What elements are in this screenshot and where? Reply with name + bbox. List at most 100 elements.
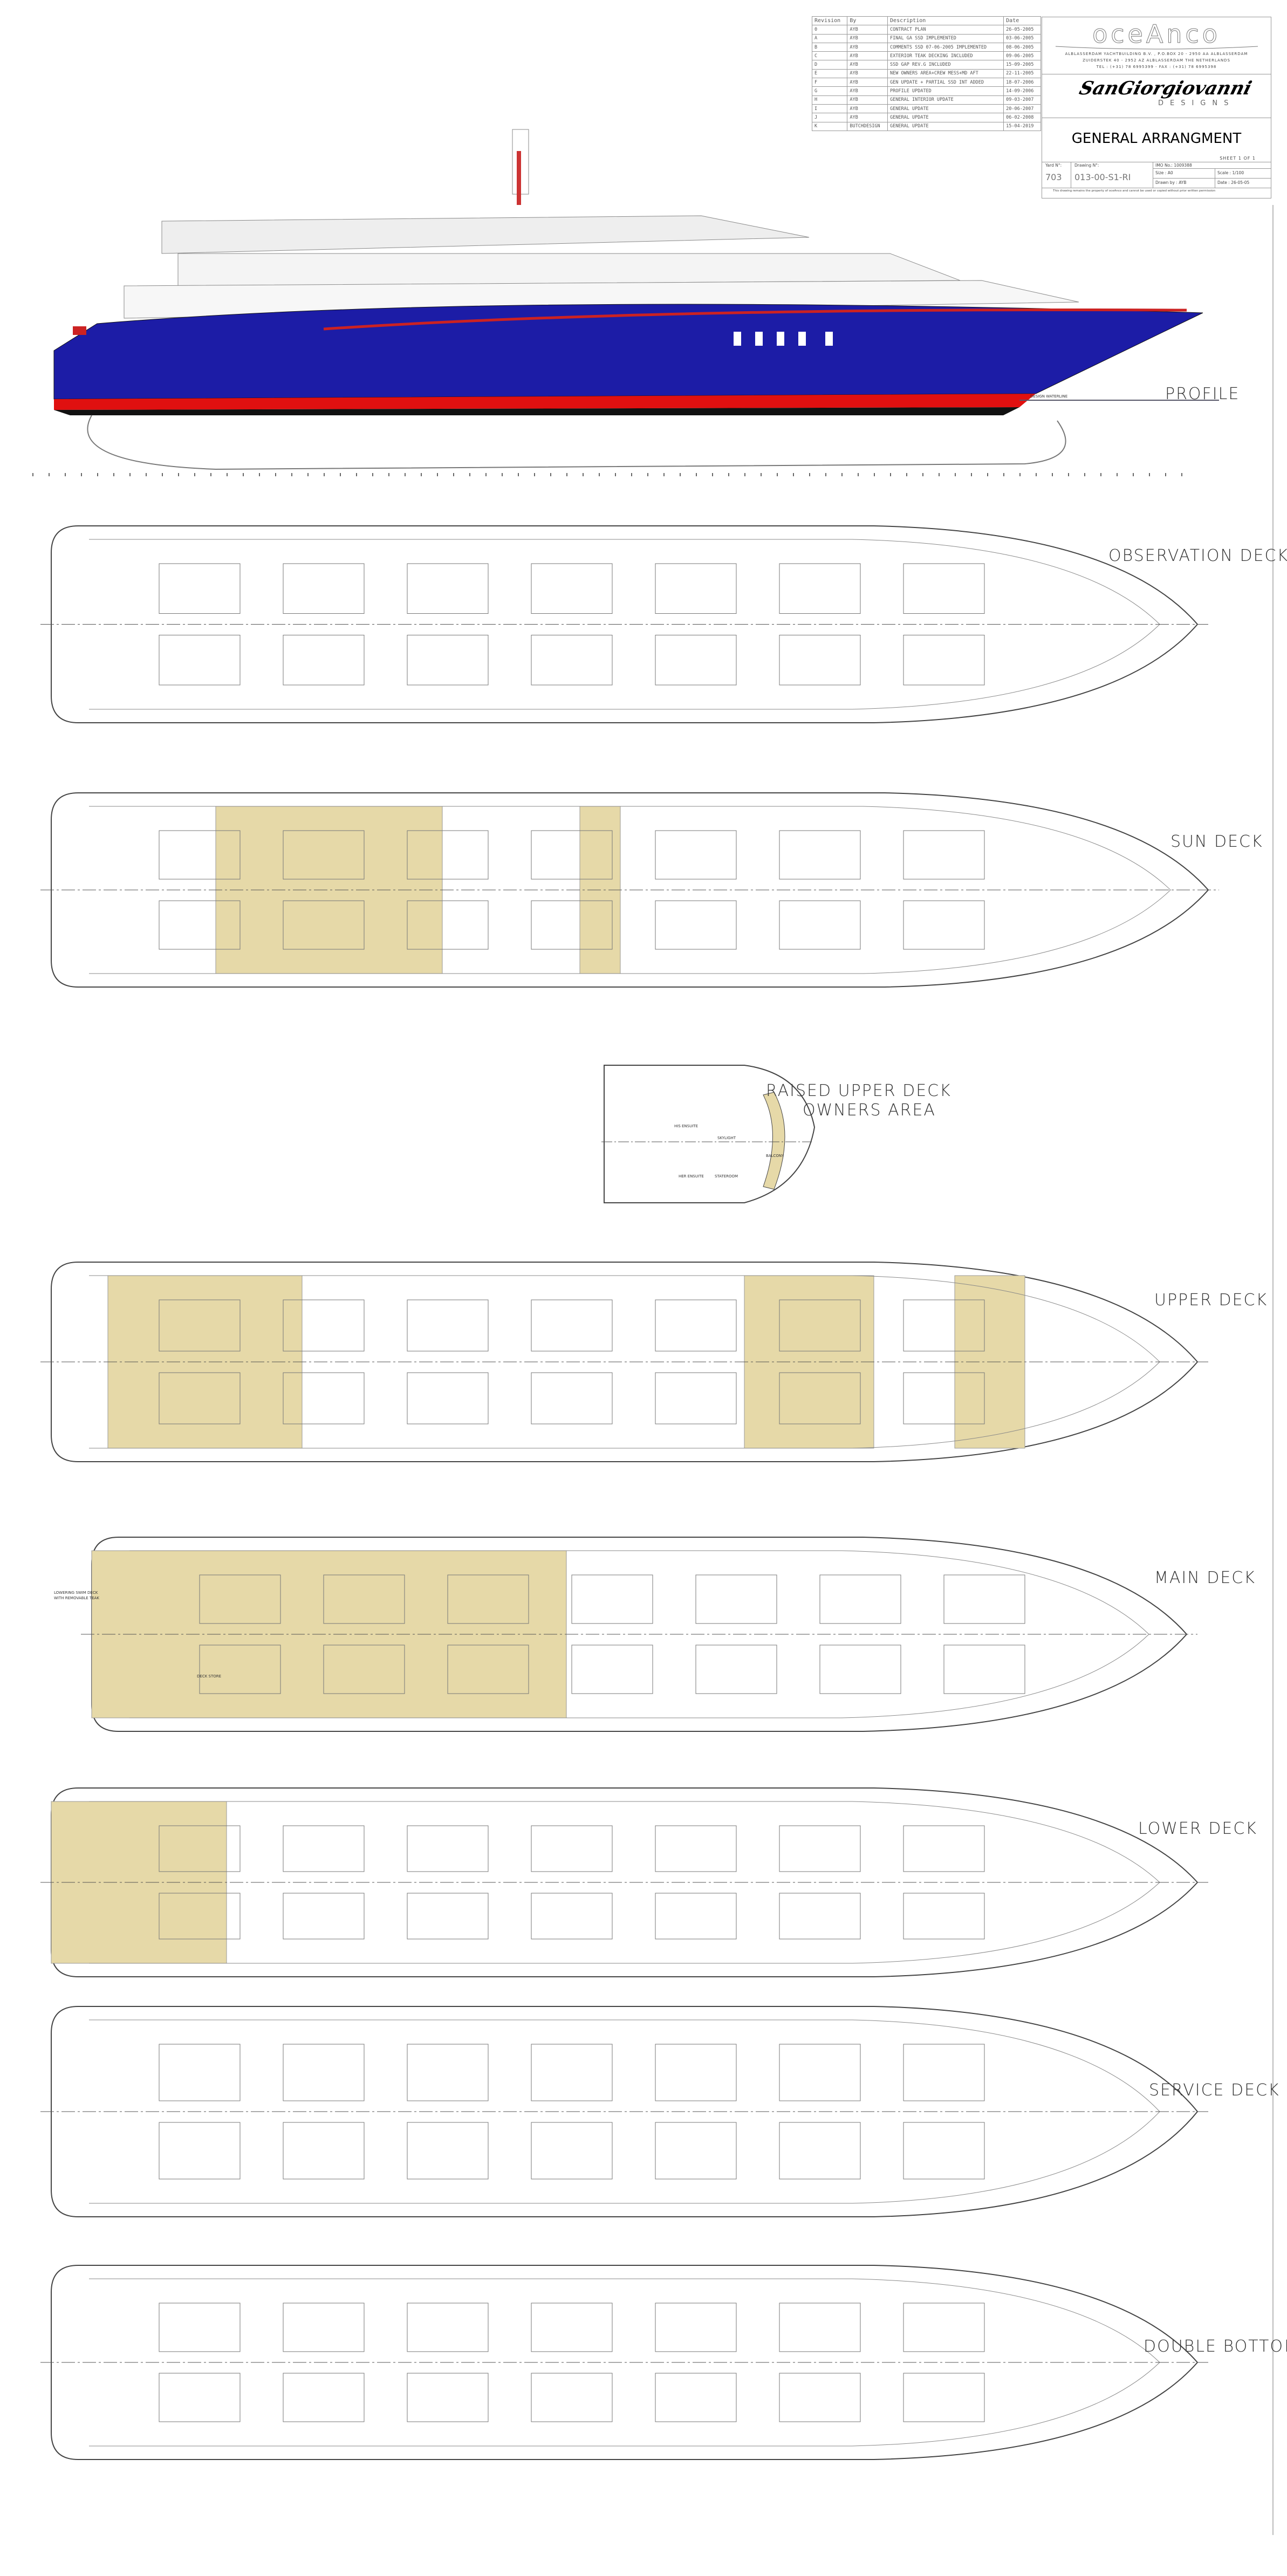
date-cell: 20-06-2007 bbox=[1003, 104, 1041, 114]
room bbox=[407, 2373, 489, 2422]
room bbox=[407, 2044, 489, 2101]
room bbox=[779, 635, 861, 686]
yard-no-label: Yard N°: bbox=[1045, 163, 1062, 168]
date-cell: 22-11-2005 bbox=[1003, 68, 1041, 79]
address-line-3: TEL : (+31) 78 6995399 - FAX : (+31) 78 … bbox=[1096, 65, 1217, 69]
description-cell: GEN UPDATE + PARTIAL SSD INT ADDED bbox=[887, 78, 1004, 87]
room bbox=[655, 830, 737, 880]
description-cell: GENERAL INTERIOR UPDATE bbox=[887, 95, 1004, 105]
room bbox=[779, 2303, 861, 2352]
by-cell: AYB bbox=[847, 78, 888, 87]
drawing-no: 013-00-S1-RI bbox=[1074, 172, 1131, 182]
room bbox=[655, 2122, 737, 2180]
address-line-1: ALBLASSERDAM YACHTBUILDING B.V. , P.O.BO… bbox=[1065, 52, 1248, 56]
hull-outline bbox=[51, 1262, 1199, 1462]
deck-edge bbox=[89, 806, 1171, 974]
window bbox=[798, 332, 806, 346]
room bbox=[283, 2122, 365, 2180]
by-cell: AYB bbox=[847, 86, 888, 96]
room bbox=[531, 2303, 613, 2352]
room bbox=[407, 2122, 489, 2180]
room bbox=[779, 2044, 861, 2101]
room bbox=[159, 635, 241, 686]
room bbox=[159, 2373, 241, 2422]
description-cell: PROFILE UPDATED bbox=[887, 86, 1004, 96]
bottom-stripe bbox=[54, 407, 1019, 415]
oceanco-logo: oceAnco ALBLASSERDAM YACHTBUILDING B.V. … bbox=[1042, 17, 1271, 74]
revision-cell: A bbox=[811, 33, 848, 43]
hull-outline bbox=[51, 2265, 1199, 2460]
raised-upper-deck-view: HIS ENSUITE HER ENSUITE STATEROOM SKYLIG… bbox=[601, 1065, 950, 1203]
room bbox=[407, 563, 489, 614]
room bbox=[407, 635, 489, 686]
description-cell: GENERAL UPDATE bbox=[887, 121, 1004, 131]
hull-blue bbox=[53, 304, 1203, 400]
room bbox=[779, 2373, 861, 2422]
room bbox=[283, 563, 365, 614]
room bbox=[903, 563, 985, 614]
oceanco-logo-mark: oceAnco bbox=[1055, 19, 1258, 50]
room bbox=[159, 2122, 241, 2180]
upper-deck-label: UPPER DECK bbox=[1154, 1291, 1268, 1310]
room bbox=[695, 1574, 777, 1624]
room bbox=[655, 563, 737, 614]
description-cell: FINAL GA SSD IMPLEMENTED bbox=[887, 33, 1004, 43]
room-her-ensuite: HER ENSUITE bbox=[679, 1174, 704, 1179]
room bbox=[407, 1825, 489, 1872]
room bbox=[407, 1372, 489, 1424]
flag-icon bbox=[73, 326, 86, 335]
room bbox=[819, 1574, 901, 1624]
by-cell: AYB bbox=[847, 33, 888, 43]
hull-outline bbox=[51, 2006, 1199, 2217]
room bbox=[819, 1645, 901, 1694]
room bbox=[283, 1299, 365, 1352]
room bbox=[531, 2373, 613, 2422]
col-by: By bbox=[847, 16, 888, 26]
room bbox=[531, 635, 613, 686]
room bbox=[159, 900, 241, 950]
description-cell: CONTRACT PLAN bbox=[887, 25, 1004, 35]
service-deck-label: SERVICE DECK bbox=[1149, 2081, 1280, 2100]
room-balcony: BALCONY bbox=[766, 1154, 784, 1158]
room bbox=[159, 1893, 241, 1940]
room bbox=[903, 2303, 985, 2352]
room bbox=[283, 635, 365, 686]
by-cell: AYB bbox=[847, 25, 888, 35]
owners-area-label: OWNERS AREA bbox=[803, 1101, 936, 1120]
superstructure-upper bbox=[177, 253, 961, 286]
room bbox=[655, 2373, 737, 2422]
revision-cell: G bbox=[811, 86, 848, 96]
room bbox=[283, 2303, 365, 2352]
room bbox=[655, 1372, 737, 1424]
portholes bbox=[734, 332, 833, 346]
lower-deck-label: LOWER DECK bbox=[1138, 1819, 1257, 1838]
description-cell: NEW OWNERS AREA+CREW MESS+MD AFT bbox=[887, 68, 1004, 79]
room bbox=[159, 1372, 241, 1424]
observation-deck-view bbox=[40, 525, 1208, 723]
revision-cell: J bbox=[811, 113, 848, 122]
deck-plans bbox=[40, 525, 1219, 2460]
lower-deck-view bbox=[40, 1787, 1208, 1977]
room bbox=[159, 830, 241, 880]
col-description: Description bbox=[887, 16, 1004, 26]
address-line-2: ZUIDERSTEK 40 - 2952 AZ ALBLASSERDAM THE… bbox=[1083, 58, 1230, 63]
room bbox=[283, 900, 365, 950]
room bbox=[323, 1645, 405, 1694]
date-cell: 14-09-2006 bbox=[1003, 86, 1041, 96]
room-skylight: SKYLIGHT bbox=[717, 1136, 736, 1140]
date-cell: 26-05-2005 bbox=[1003, 25, 1041, 35]
room bbox=[531, 563, 613, 614]
room bbox=[779, 830, 861, 880]
room bbox=[779, 900, 861, 950]
room-his-ensuite: HIS ENSUITE bbox=[674, 1124, 698, 1128]
room bbox=[531, 1893, 613, 1940]
room bbox=[903, 1825, 985, 1872]
room bbox=[323, 1574, 405, 1624]
room bbox=[903, 1299, 985, 1352]
room bbox=[903, 830, 985, 880]
